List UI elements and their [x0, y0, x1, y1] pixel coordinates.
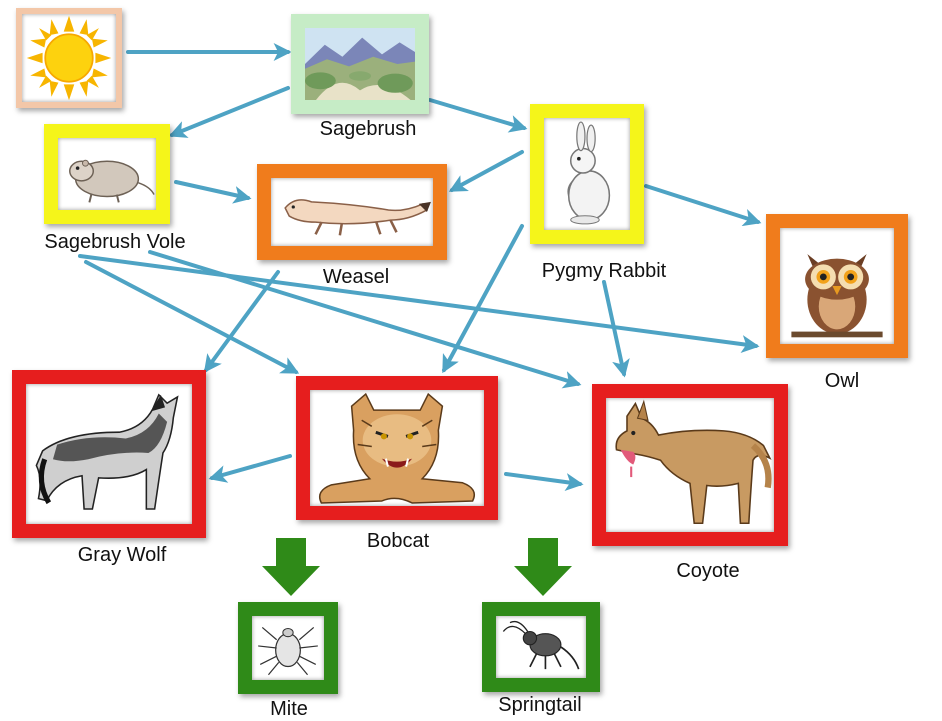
arrow-sagebrush-vole-to-weasel — [174, 180, 252, 204]
bobcat-icon — [318, 392, 476, 504]
arrow-sagebrush-vole-to-coyote — [148, 250, 582, 389]
bobcat-node[interactable] — [296, 376, 498, 520]
owl-icon — [791, 254, 883, 338]
arrow-sagebrush-vole-to-owl — [78, 254, 760, 354]
sagebrush-node[interactable] — [291, 14, 429, 114]
mite-label: Mite — [270, 698, 308, 720]
sagebrush-vole-node[interactable] — [44, 124, 170, 224]
sagebrush-landscape-icon — [305, 28, 415, 100]
sagebrush-vole-label: Sagebrush Vole — [44, 231, 186, 253]
wolf-icon — [35, 393, 179, 510]
sagebrush-label: Sagebrush — [319, 118, 417, 140]
sun-node[interactable] — [16, 8, 122, 108]
arrow-sagebrush-to-sagebrush-vole — [168, 86, 290, 138]
owl-node[interactable] — [766, 214, 908, 358]
bobcat-label: Bobcat — [366, 530, 430, 552]
arrow-pygmy-rabbit-to-bobcat — [442, 224, 524, 374]
owl-label: Owl — [824, 370, 860, 392]
sun-icon — [26, 15, 112, 101]
arrow-pygmy-rabbit-to-coyote — [602, 280, 630, 378]
springtail-label: Springtail — [498, 694, 582, 716]
down-arrow-bobcat-to-springtail — [514, 538, 572, 596]
pygmy-rabbit-label: Pygmy Rabbit — [541, 260, 667, 282]
arrow-weasel-to-gray-wolf — [203, 270, 280, 373]
weasel-node[interactable] — [257, 164, 447, 260]
down-arrow-bobcat-to-mite — [262, 538, 320, 596]
rabbit-icon — [567, 121, 611, 225]
weasel-icon — [284, 199, 431, 236]
coyote-label: Coyote — [676, 560, 740, 582]
vole-icon — [69, 159, 155, 203]
arrow-sagebrush-vole-to-bobcat — [84, 260, 300, 374]
arrow-pygmy-rabbit-to-weasel — [448, 150, 524, 192]
springtail-icon — [502, 620, 580, 670]
arrow-bobcat-to-coyote — [504, 472, 584, 491]
weasel-label: Weasel — [322, 266, 390, 288]
gray-wolf-node[interactable] — [12, 370, 206, 538]
coyote-node[interactable] — [592, 384, 788, 546]
coyote-icon — [615, 399, 772, 525]
arrow-pygmy-rabbit-to-owl — [644, 184, 762, 227]
arrow-sagebrush-to-pygmy-rabbit — [428, 98, 528, 133]
mite-icon — [258, 626, 318, 676]
springtail-node[interactable] — [482, 602, 600, 692]
pygmy-rabbit-node[interactable] — [530, 104, 644, 244]
arrow-bobcat-to-gray-wolf — [208, 454, 292, 483]
gray-wolf-label: Gray Wolf — [77, 544, 167, 566]
mite-node[interactable] — [238, 602, 338, 694]
